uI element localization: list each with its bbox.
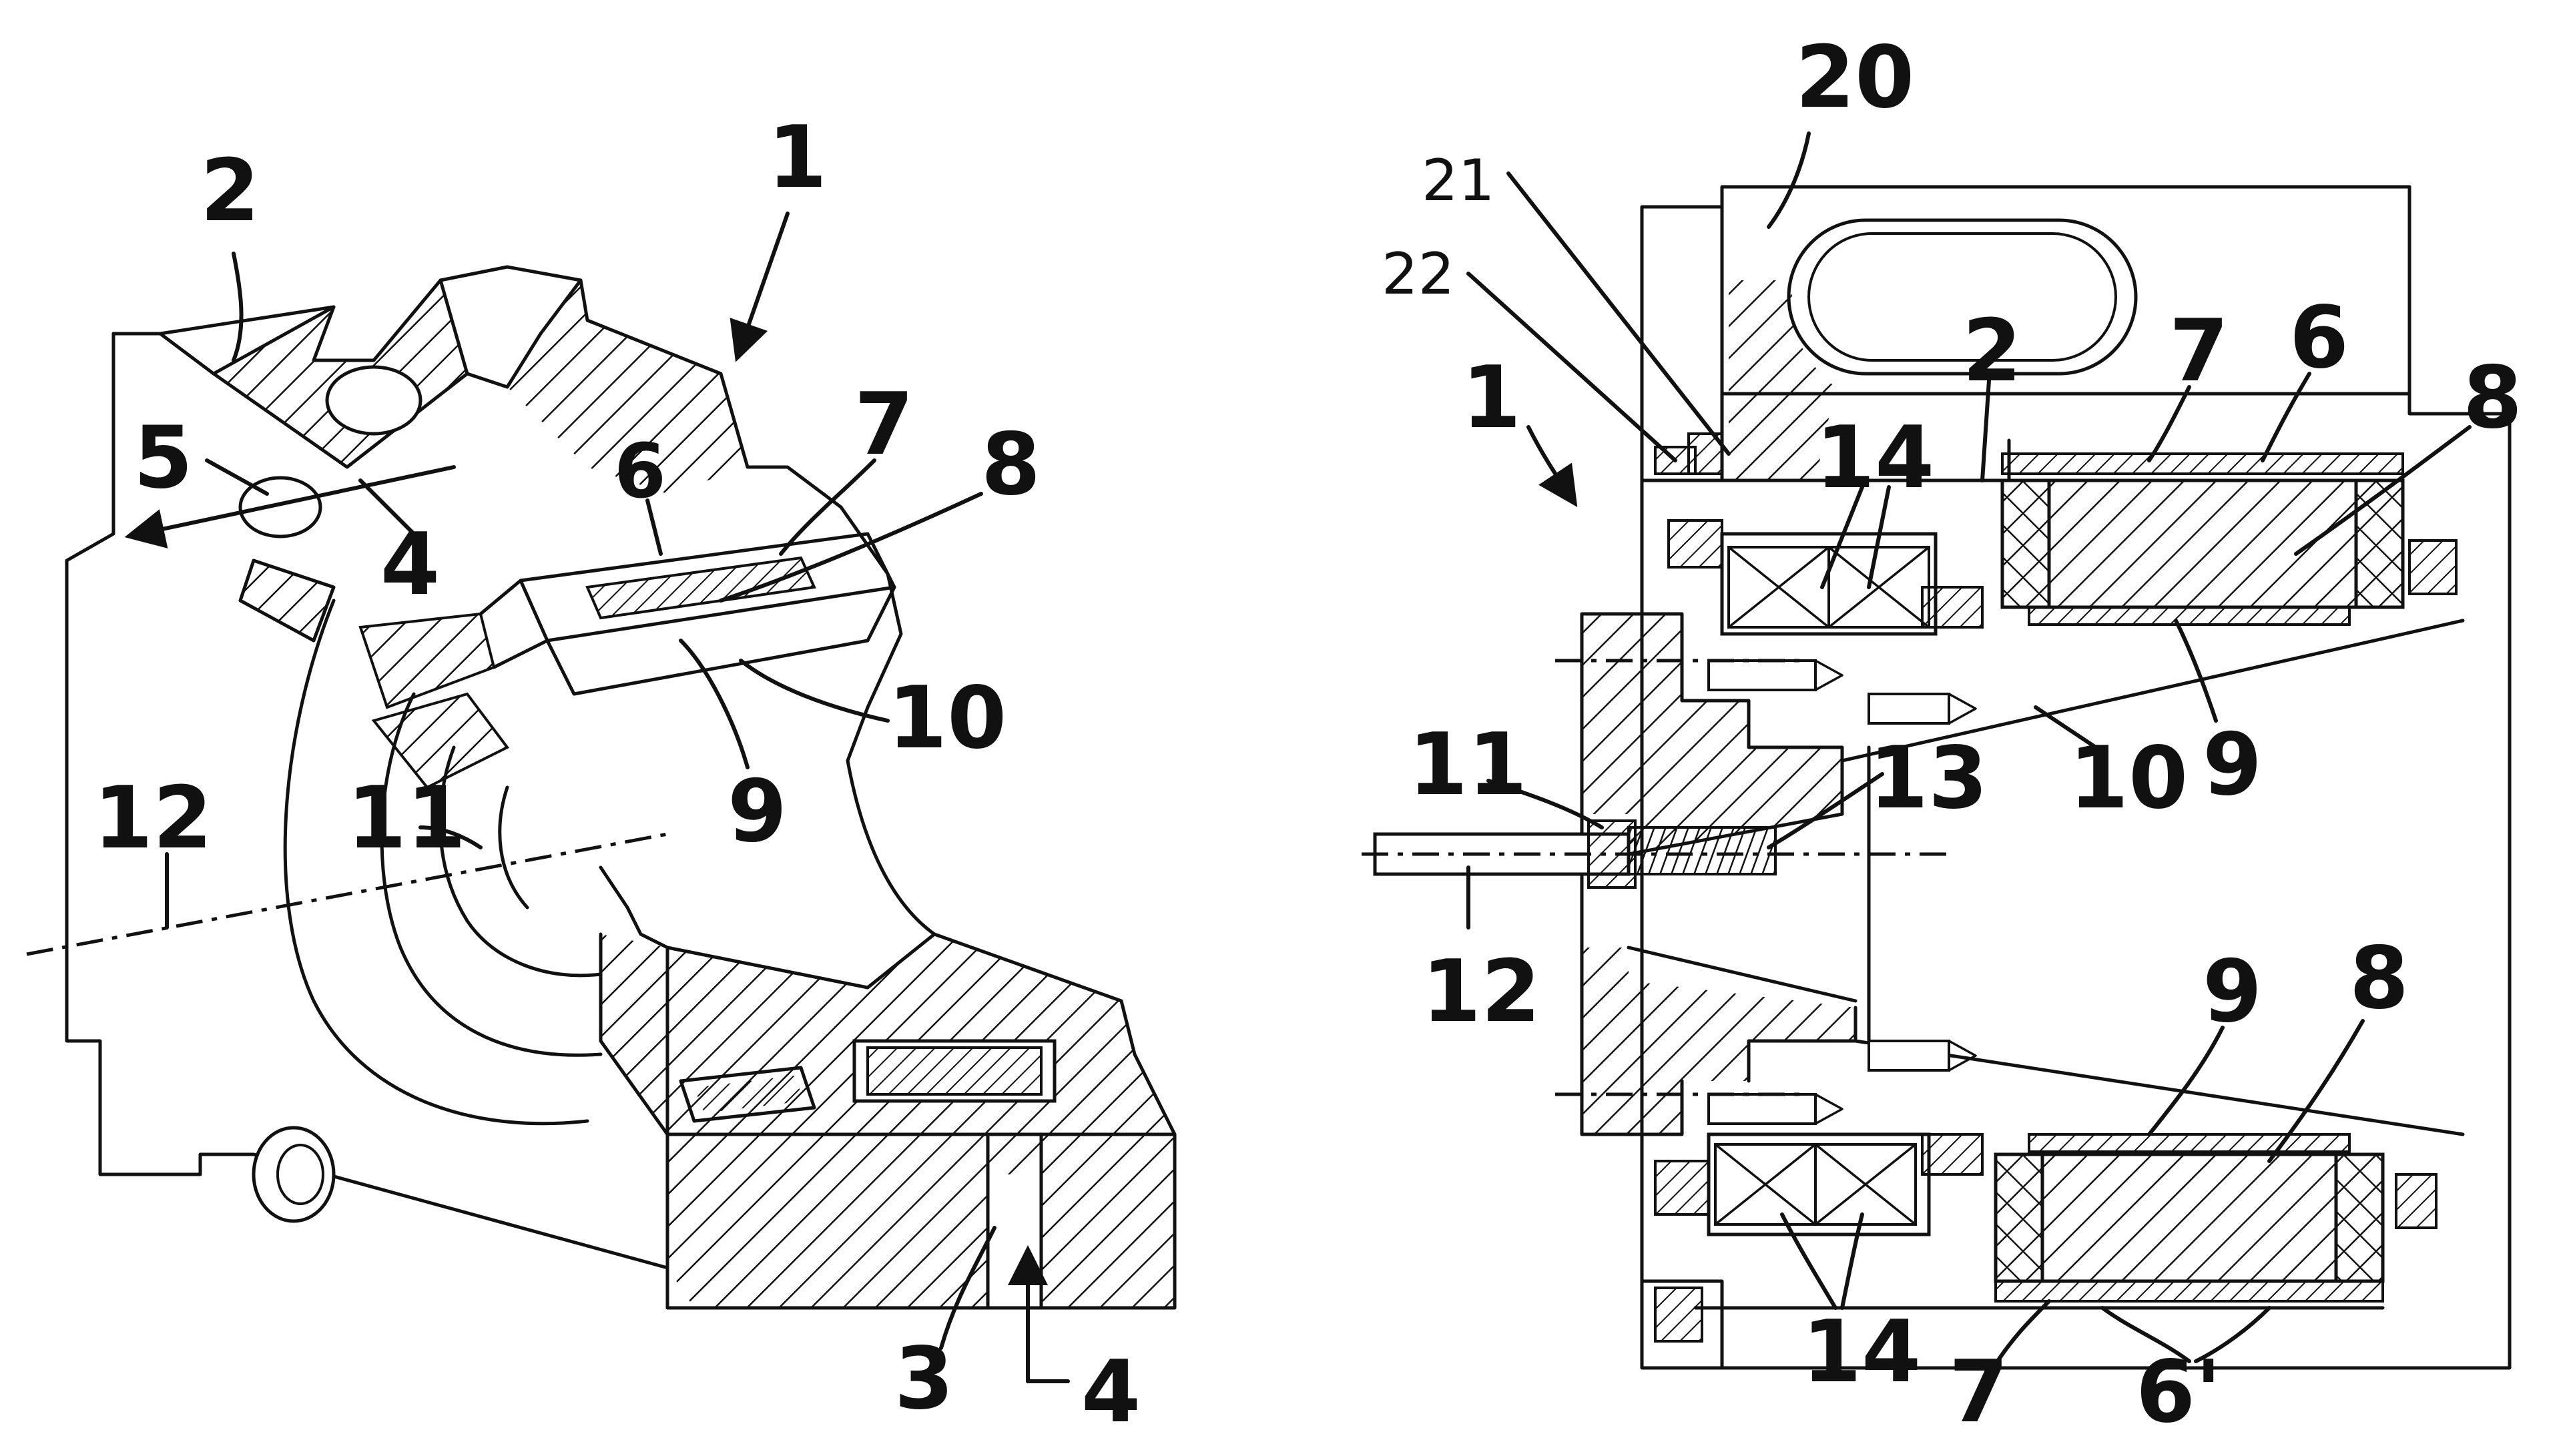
- hub-flange-upper: [1582, 614, 1842, 854]
- bottom-bearing: [1655, 1134, 1982, 1234]
- label-ref-7-top: 7: [2169, 302, 2229, 401]
- label-ref-11-right: 11: [1408, 715, 1527, 815]
- label-ref-8: 8: [981, 415, 1041, 514]
- lower-wall-section: [601, 934, 1175, 1308]
- label-ref-5: 5: [133, 408, 193, 508]
- top-stator: [2002, 454, 2456, 625]
- label-ref-10: 10: [888, 669, 1007, 768]
- label-ref-2-right: 2: [1962, 302, 2022, 401]
- label-ref-6: 6: [614, 428, 666, 515]
- upper-stator-cutaway: [360, 534, 894, 787]
- label-ref-8-bottom: 8: [2349, 929, 2409, 1028]
- label-ref-12-right: 12: [1422, 942, 1540, 1042]
- label-ref-9-top: 9: [2203, 715, 2262, 815]
- label-ref-20: 20: [1795, 28, 1914, 127]
- bottom-stator: [1996, 1134, 2436, 1301]
- label-ref-7: 7: [854, 375, 914, 474]
- label-ref-14-top: 14: [1815, 408, 1934, 508]
- label-ref-8-top: 8: [2463, 348, 2522, 448]
- upper-wall-section: [160, 280, 467, 467]
- label-ref-6-prime: 6': [2136, 1343, 2221, 1442]
- label-ref-21: 21: [1422, 147, 1494, 214]
- label-ref-12: 12: [93, 769, 212, 868]
- label-ref-9-bottom: 9: [2203, 942, 2262, 1042]
- label-ref-2: 2: [200, 141, 260, 241]
- label-ref-10-right: 10: [2069, 729, 2188, 828]
- label-ref-11: 11: [347, 769, 466, 868]
- label-ref-13: 13: [1869, 729, 1988, 828]
- label-ref-1: 1: [768, 108, 827, 208]
- label-ref-4-bottom: 4: [1081, 1343, 1141, 1442]
- label-ref-1-right: 1: [1462, 348, 1521, 448]
- label-ref-7-bottom: 7: [1949, 1343, 2008, 1442]
- label-ref-6-top: 6: [2289, 288, 2349, 388]
- label-ref-9: 9: [728, 762, 787, 861]
- label-ref-14-bottom: 14: [1802, 1303, 1921, 1402]
- label-ref-4-top: 4: [380, 515, 440, 615]
- label-ref-3: 3: [894, 1329, 954, 1429]
- label-ref-22: 22: [1382, 241, 1454, 308]
